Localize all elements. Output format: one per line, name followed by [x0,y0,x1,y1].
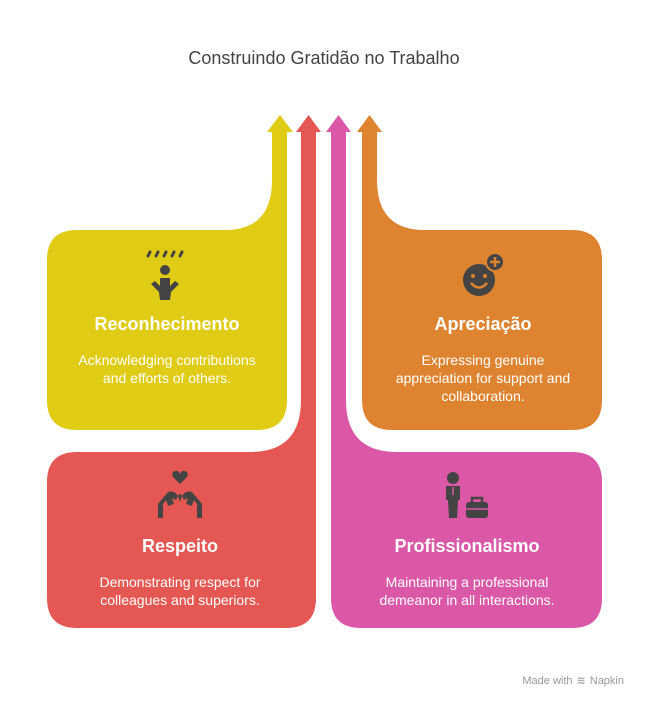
card-respeito: Respeito Demonstrating respect for colle… [70,470,290,609]
card-title: Apreciação [434,314,532,334]
footer-attribution: Made with ≋ Napkin [522,674,624,688]
napkin-brand: Napkin [589,674,624,687]
card-description: Maintaining a professional demeanor in a… [379,574,555,608]
card-title: Reconhecimento [94,314,240,334]
person-applause-icon [62,248,272,300]
napkin-logo-icon: ≋ [576,675,586,687]
smiley-plus-icon [385,248,581,300]
card-profissionalismo: Profissionalismo Maintaining a professio… [362,470,572,609]
businessperson-briefcase-icon [362,470,572,522]
card-description: Demonstrating respect for colleagues and… [99,574,261,608]
pink-arrow-card [326,115,602,628]
red-arrow-card [47,115,321,628]
card-description: Expressing genuine appreciation for supp… [395,352,571,404]
hands-heart-icon [70,470,290,522]
made-with-label: Made with [522,674,573,687]
card-apreciacao: Apreciação Expressing genuine appreciati… [385,248,581,405]
card-description: Acknowledging contributions and efforts … [78,352,256,386]
card-title: Respeito [141,536,219,556]
card-title: Profissionalismo [394,536,540,556]
diagram-title: Construindo Gratidão no Trabalho [188,48,460,68]
yellow-arrow-card [47,115,293,430]
card-reconhecimento: Reconhecimento Acknowledging contributio… [62,248,272,387]
